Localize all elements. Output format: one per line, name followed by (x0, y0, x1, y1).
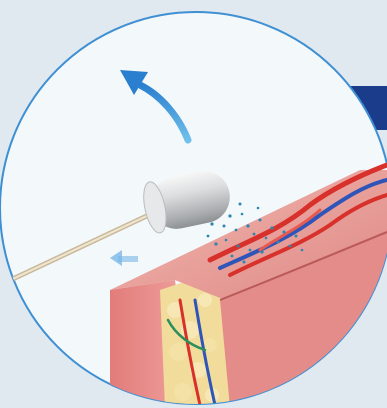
probe-skin-illustration (0, 0, 387, 408)
